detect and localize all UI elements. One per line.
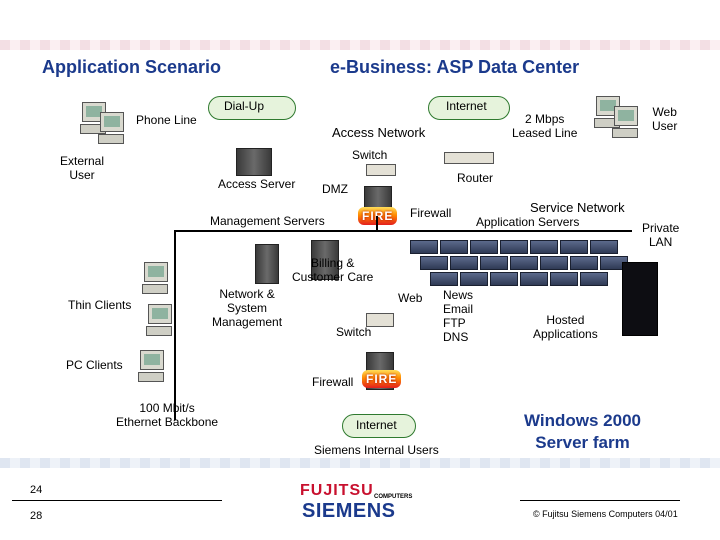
billing-server-icon bbox=[311, 240, 339, 280]
backbone-line bbox=[174, 230, 632, 232]
backbone-label: 100 Mbit/s Ethernet Backbone bbox=[116, 401, 219, 429]
footer-rule-right bbox=[520, 500, 680, 501]
fire-icon-bottom: FIRE bbox=[362, 370, 402, 388]
internet-cloud-bottom bbox=[342, 414, 416, 438]
firewall-label-top: Firewall bbox=[410, 206, 452, 220]
firewall-label-bottom: Firewall bbox=[312, 375, 354, 389]
copyright-text: © Fujitsu Siemens Computers 04/01 bbox=[533, 509, 678, 519]
firewall-link bbox=[376, 216, 378, 230]
siemens-users-label: Siemens Internal Users bbox=[314, 443, 439, 457]
thin-clients-label: Thin Clients bbox=[68, 298, 132, 312]
network-management-label: Network & System Management bbox=[212, 287, 283, 329]
title-application-scenario: Application Scenario bbox=[42, 57, 222, 77]
phone-line-label: Phone Line bbox=[136, 113, 197, 127]
external-user-label: External User bbox=[60, 154, 105, 182]
dial-up-cloud bbox=[208, 96, 296, 120]
management-servers-label: Management Servers bbox=[210, 214, 325, 228]
router-icon bbox=[444, 152, 494, 164]
web-user-label: Web User bbox=[652, 105, 678, 133]
dmz-label: DMZ bbox=[322, 182, 348, 196]
internet-cloud-top bbox=[428, 96, 510, 120]
switch-icon-top bbox=[366, 164, 396, 176]
page-number-top: 24 bbox=[30, 484, 43, 496]
router-label: Router bbox=[457, 171, 494, 185]
switch-icon-middle bbox=[366, 313, 394, 327]
access-server-label: Access Server bbox=[218, 177, 296, 191]
application-servers-label: Application Servers bbox=[476, 215, 580, 229]
leased-line-label: 2 Mbps Leased Line bbox=[512, 112, 578, 140]
switch-label-top: Switch bbox=[352, 148, 388, 162]
billing-label: Billing & Customer Care bbox=[292, 256, 374, 284]
dial-up-label: Dial-Up bbox=[224, 99, 265, 113]
service-network-label: Service Network bbox=[530, 200, 625, 215]
hosted-applications-label: Hosted Applications bbox=[533, 313, 598, 341]
fujitsu-logo: FUJITSU bbox=[300, 482, 374, 499]
access-network-label: Access Network bbox=[332, 125, 426, 140]
access-server-icon bbox=[236, 148, 272, 176]
private-lan-label: Private LAN bbox=[642, 221, 680, 249]
hosted-applications-rack-icon bbox=[622, 262, 658, 336]
page-number-bottom: 28 bbox=[30, 510, 43, 522]
internet-label-bottom: Internet bbox=[356, 418, 397, 432]
web-label: Web bbox=[398, 291, 423, 305]
header-band bbox=[0, 0, 720, 52]
footer-rule-left bbox=[12, 500, 222, 501]
footer-band bbox=[0, 458, 720, 468]
pc-clients-label: PC Clients bbox=[66, 358, 123, 372]
internet-label-top: Internet bbox=[446, 99, 487, 113]
switch-label-middle: Switch bbox=[336, 325, 372, 339]
title-asp-data-center: e-Business: ASP Data Center bbox=[330, 57, 580, 77]
network-management-server-icon bbox=[255, 244, 279, 284]
backbone-vertical bbox=[174, 230, 176, 420]
siemens-logo: SIEMENS bbox=[302, 500, 396, 522]
news-label: News Email FTP DNS bbox=[443, 288, 474, 344]
computers-logo: COMPUTERS bbox=[374, 494, 413, 500]
server-farm-label: Windows 2000 Server farm bbox=[524, 411, 641, 452]
